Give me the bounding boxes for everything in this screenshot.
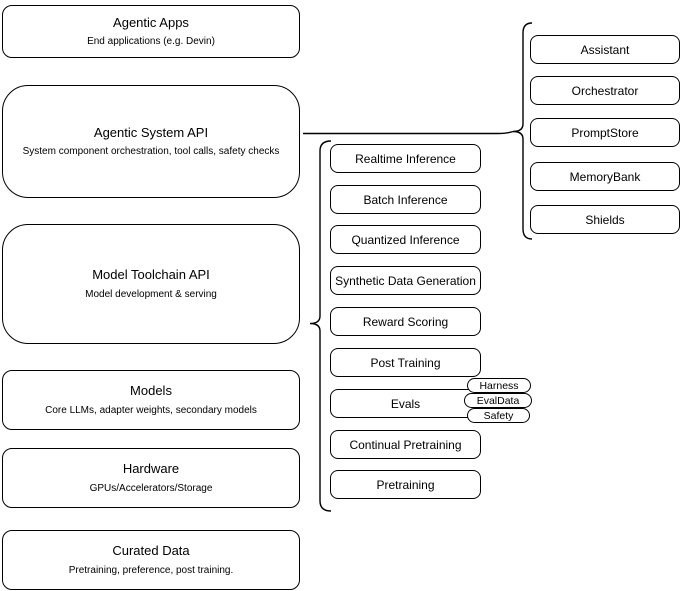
box-title: Hardware bbox=[122, 461, 180, 477]
box-label: Assistant bbox=[580, 42, 630, 57]
toolchain-brace bbox=[309, 140, 332, 512]
box-post-training: Post Training bbox=[330, 348, 481, 377]
box-assistant: Assistant bbox=[530, 35, 680, 64]
box-subtitle: GPUs/Accelerators/Storage bbox=[89, 482, 213, 494]
box-label: Realtime Inference bbox=[355, 151, 456, 166]
box-title: Model Toolchain API bbox=[92, 267, 210, 283]
tag-label: Harness bbox=[479, 379, 519, 392]
tag-label: Safety bbox=[483, 409, 514, 422]
box-subtitle: End applications (e.g. Devin) bbox=[87, 36, 215, 48]
box-synthetic-data-generation: Synthetic Data Generation bbox=[330, 266, 481, 295]
box-label: Post Training bbox=[370, 355, 441, 370]
box-subtitle: System component orchestration, tool cal… bbox=[22, 146, 280, 158]
box-title: Agentic System API bbox=[93, 124, 209, 140]
box-evals: Evals bbox=[330, 389, 481, 418]
box-label: Reward Scoring bbox=[362, 314, 449, 329]
box-subtitle: Model development & serving bbox=[85, 288, 217, 300]
box-shields: Shields bbox=[530, 205, 680, 234]
tag-label: EvalData bbox=[476, 394, 520, 407]
box-model-toolchain-api: Model Toolchain API Model development & … bbox=[2, 224, 300, 344]
box-agentic-apps: Agentic Apps End applications (e.g. Devi… bbox=[2, 5, 300, 58]
tag-evaldata: EvalData bbox=[464, 393, 532, 408]
box-memorybank: MemoryBank bbox=[530, 162, 680, 191]
box-title: Curated Data bbox=[112, 543, 190, 559]
box-realtime-inference: Realtime Inference bbox=[330, 144, 481, 173]
box-pretraining: Pretraining bbox=[330, 470, 481, 499]
box-quantized-inference: Quantized Inference bbox=[330, 225, 481, 254]
box-hardware: Hardware GPUs/Accelerators/Storage bbox=[2, 448, 300, 508]
box-label: MemoryBank bbox=[569, 169, 641, 184]
box-title: Agentic Apps bbox=[113, 14, 189, 30]
box-label: Quantized Inference bbox=[351, 232, 460, 247]
box-promptstore: PromptStore bbox=[530, 118, 680, 147]
box-label: Evals bbox=[390, 396, 421, 411]
tag-safety: Safety bbox=[467, 408, 530, 423]
tag-harness: Harness bbox=[467, 378, 531, 393]
box-batch-inference: Batch Inference bbox=[330, 185, 481, 214]
box-label: Synthetic Data Generation bbox=[335, 273, 476, 288]
box-label: Orchestrator bbox=[571, 83, 639, 98]
box-models: Models Core LLMs, adapter weights, secon… bbox=[2, 370, 300, 430]
box-label: Pretraining bbox=[376, 477, 435, 492]
box-label: Shields bbox=[585, 212, 625, 227]
box-title: Models bbox=[130, 383, 172, 399]
box-label: PromptStore bbox=[571, 125, 639, 140]
box-subtitle: Pretraining, preference, post training. bbox=[68, 564, 234, 576]
box-orchestrator: Orchestrator bbox=[530, 76, 680, 105]
box-label: Continual Pretraining bbox=[349, 437, 462, 452]
box-agentic-system-api: Agentic System API System component orch… bbox=[2, 85, 300, 198]
box-label: Batch Inference bbox=[363, 192, 448, 207]
system-api-to-components-line bbox=[303, 130, 514, 135]
box-continual-pretraining: Continual Pretraining bbox=[330, 430, 481, 459]
box-subtitle: Core LLMs, adapter weights, secondary mo… bbox=[45, 404, 257, 416]
box-reward-scoring: Reward Scoring bbox=[330, 307, 481, 336]
box-curated-data: Curated Data Pretraining, preference, po… bbox=[2, 530, 300, 590]
